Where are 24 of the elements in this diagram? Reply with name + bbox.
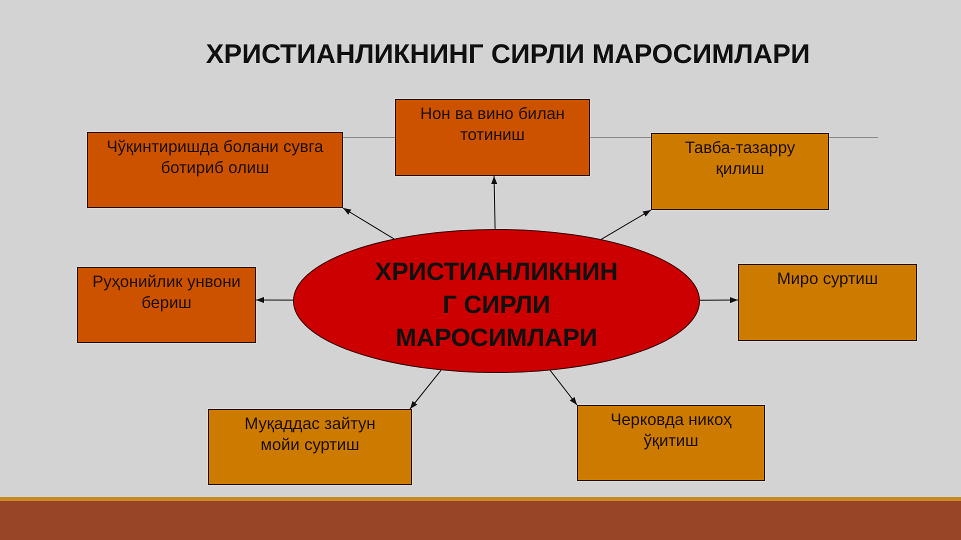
slide-title: ХРИСТИАНЛИКНИНГ СИРЛИ МАРОСИМЛАРИ (206, 41, 810, 68)
arrow (550, 370, 578, 406)
ritual-label: Миро суртиш (776, 269, 878, 290)
ritual-box (651, 133, 829, 210)
ritual-box (577, 405, 765, 481)
arrow (491, 176, 498, 230)
ritual-label: Черковда никоҳ ўқитиш (609, 410, 733, 452)
central-ellipse (293, 229, 700, 373)
arrow (256, 297, 294, 304)
ritual-box (208, 409, 412, 485)
ritual-box (738, 264, 917, 341)
ritual-label: Чўқинтиришда болани сувга ботириб олиш (106, 137, 324, 179)
ritual-label: Муқаддас зайтун мойи суртиш (244, 414, 376, 456)
central-heading: ХРИСТИАНЛИКНИН Г СИРЛИ МАРОСИМЛАРИ (374, 256, 619, 354)
arrow (342, 208, 394, 240)
arrow (600, 210, 652, 240)
ritual-box (87, 132, 343, 208)
ritual-label: Руҳонийлик унвони бериш (91, 272, 242, 314)
arrow (699, 297, 738, 304)
ritual-label: Тавба-тазарру қилиш (684, 138, 796, 180)
ritual-box (395, 99, 590, 176)
ritual-box (77, 267, 256, 343)
ritual-label: Нон ва вино билан тотиниш (419, 104, 566, 146)
arrow (409, 370, 442, 410)
